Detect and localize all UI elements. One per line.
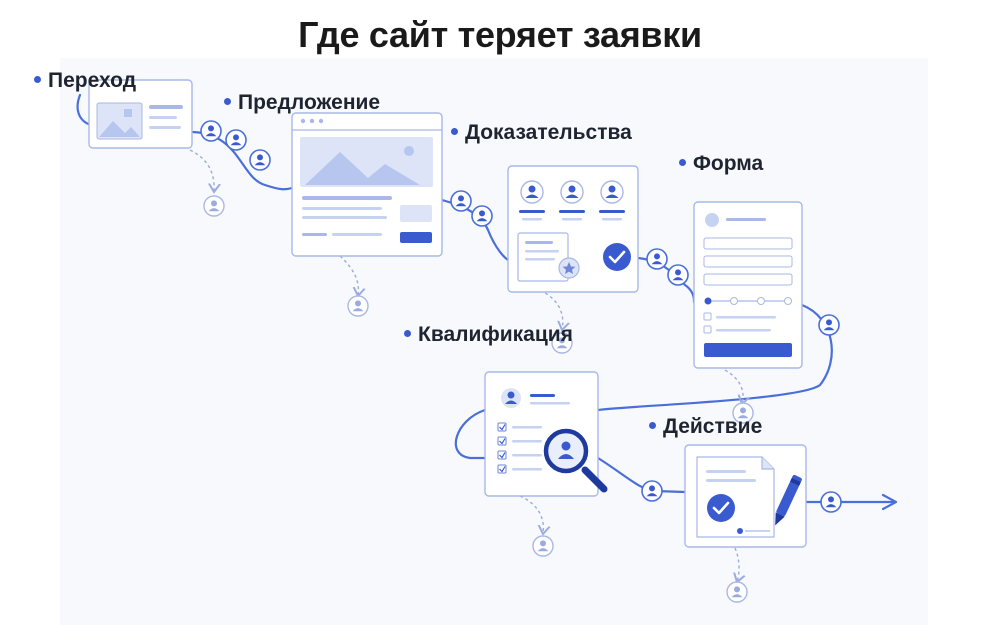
step-label-evidence: Доказательства: [451, 121, 632, 145]
step-label-offer: Предложение: [224, 91, 380, 115]
bullet-dot: [224, 97, 231, 105]
dropoff-line: [189, 149, 214, 192]
person-icon: [200, 120, 222, 142]
flow-arrowhead: [881, 493, 898, 511]
bullet-dot: [404, 329, 411, 337]
page-title: Где сайт теряет заявки: [298, 14, 702, 55]
person-icon: [347, 295, 369, 317]
dropped-visitors: [203, 195, 754, 603]
card-qualification: [484, 371, 608, 497]
dropoff-line: [519, 495, 543, 534]
dropoff-line: [735, 547, 739, 582]
card-form: [693, 201, 803, 369]
bullet-dot: [649, 421, 656, 429]
step-label-form: Форма: [679, 152, 763, 176]
bullet-dot: [679, 158, 686, 166]
dropoff-line: [724, 369, 743, 404]
person-icon: [471, 205, 493, 227]
step-label-transition: Переход: [34, 69, 136, 93]
person-icon: [450, 190, 472, 212]
step-label-qualification: Квалификация: [404, 323, 573, 347]
person-icon: [726, 581, 748, 603]
flow-path: [76, 93, 897, 504]
person-icon: [249, 149, 271, 171]
person-icon: [820, 491, 842, 513]
person-icon: [818, 314, 840, 336]
step-label-action: Действие: [649, 415, 762, 439]
person-icon: [532, 535, 554, 557]
card-action: [684, 444, 807, 548]
card-offer: [291, 112, 443, 257]
person-icon: [641, 480, 663, 502]
person-icon: [646, 248, 668, 270]
person-icon: [667, 264, 689, 286]
bullet-dot: [451, 127, 458, 135]
dropoff-line: [339, 255, 358, 296]
person-icon: [203, 195, 225, 217]
person-icon: [225, 129, 247, 151]
card-transition: [88, 79, 193, 149]
bullet-dot: [34, 75, 41, 83]
card-evidence: [507, 165, 639, 293]
